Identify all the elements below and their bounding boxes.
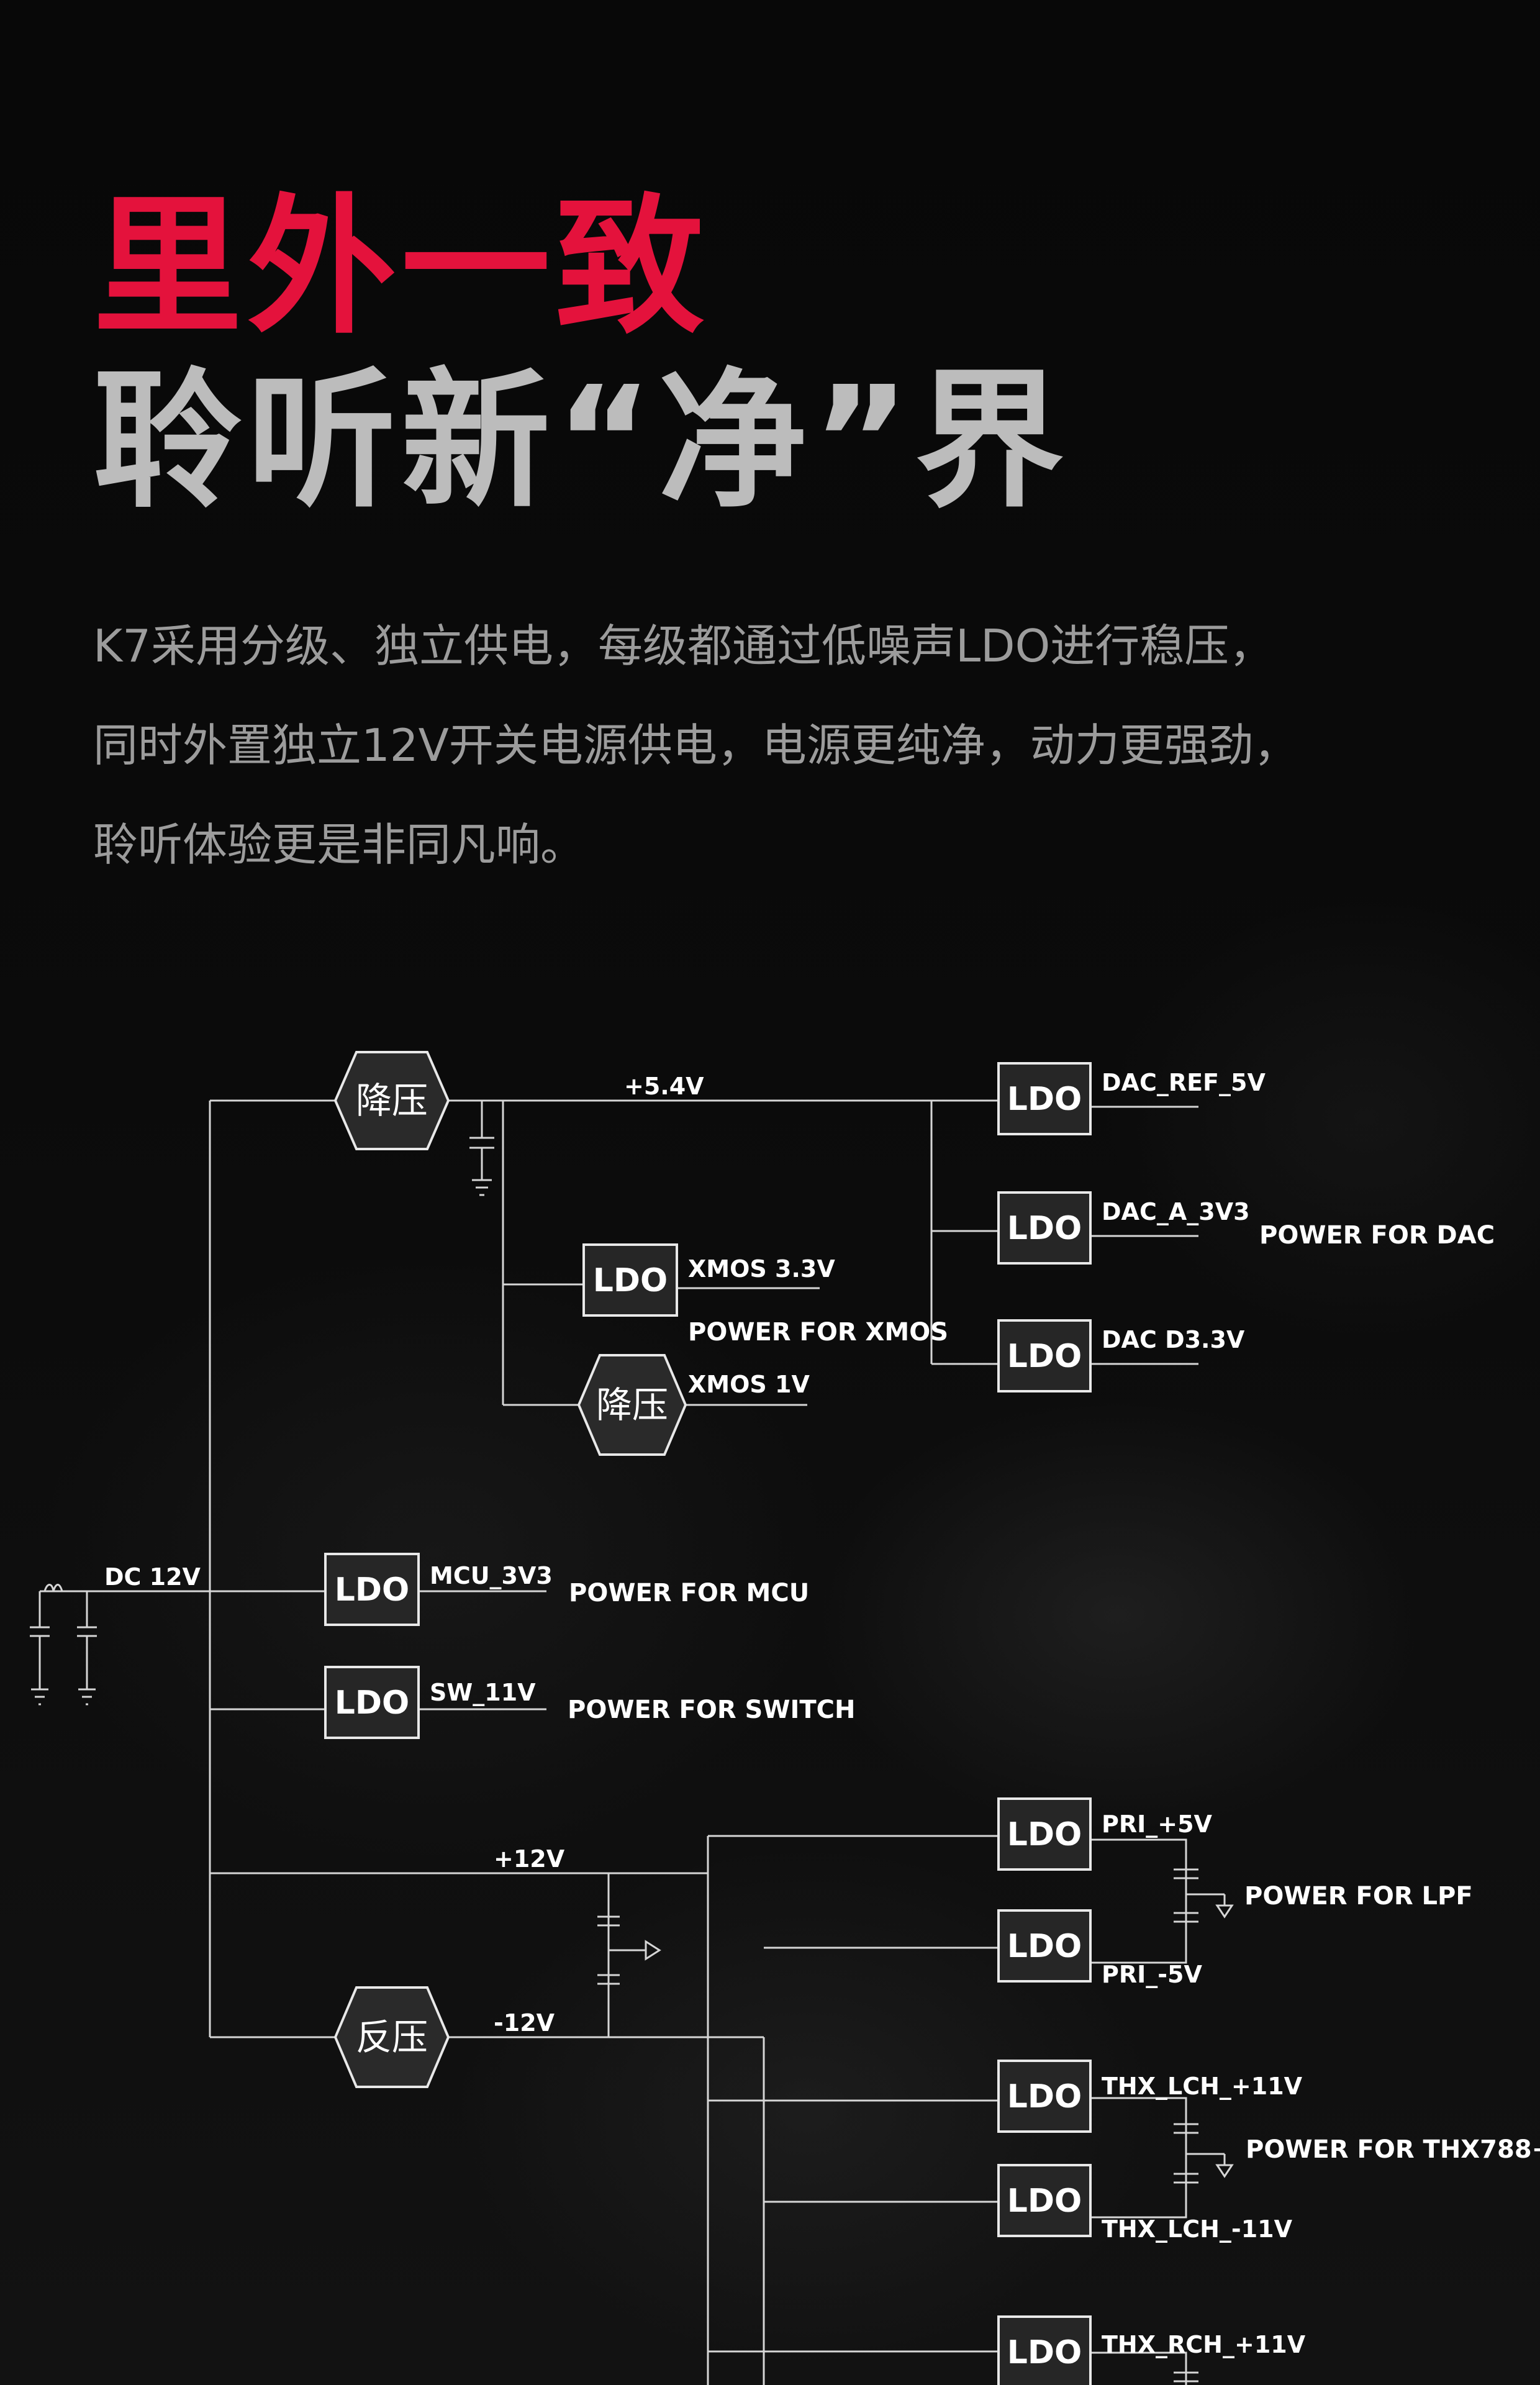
- ldo-label: LDO: [1007, 1928, 1082, 1965]
- ldo-label: LDO: [1007, 2183, 1082, 2220]
- ldo-label: LDO: [1007, 1338, 1082, 1375]
- power-label-lpf: POWER FOR LPF: [1244, 1882, 1473, 1910]
- ldo-dac-d: LDO: [997, 1319, 1092, 1392]
- power-label-switch: POWER FOR SWITCH: [568, 1696, 855, 1724]
- output-label-dac-d: DAC D3.3V: [1102, 1326, 1245, 1353]
- power-label-mcu: POWER FOR MCU: [569, 1579, 809, 1607]
- ldo-label: LDO: [593, 1262, 668, 1299]
- output-label-dac-a: DAC_A_3V3: [1102, 1198, 1250, 1225]
- intro-line: 同时外置独立12V开关电源供电，电源更纯净，动力更强劲，: [93, 719, 1298, 771]
- output-label-thx-rch-plus: THX_RCH_+11V: [1102, 2331, 1306, 2358]
- ldo-mcu: LDO: [324, 1553, 420, 1626]
- converter-label: 反压: [356, 2016, 428, 2058]
- ldo-label: LDO: [1007, 1816, 1082, 1853]
- output-label-pri-plus: PRI_+5V: [1102, 1810, 1213, 1838]
- ldo-label: LDO: [1007, 1210, 1082, 1247]
- headline-primary: 里外一致: [93, 180, 710, 354]
- rail-label-plus54: +5.4V: [624, 1073, 704, 1100]
- converter-label: 降压: [356, 1079, 428, 1122]
- ldo-thx-rch-plus: LDO: [997, 2315, 1092, 2385]
- output-label-thx-lch-plus: THX_LCH_+11V: [1102, 2073, 1303, 2100]
- output-label-pri-minus: PRI_-5V: [1102, 1961, 1202, 1988]
- converter-label: 降压: [596, 1384, 668, 1426]
- output-label-xmos1: XMOS 1V: [688, 1371, 810, 1398]
- output-label-xmos33: XMOS 3.3V: [688, 1255, 835, 1283]
- input-label: DC 12V: [104, 1563, 201, 1591]
- ldo-xmos: LDO: [582, 1243, 678, 1317]
- ldo-thx-lch-plus: LDO: [997, 2060, 1092, 2133]
- intro-line: 聆听体验更是非同凡响。: [93, 819, 586, 871]
- ground-icon: [30, 1101, 1234, 2383]
- buck-converter-xmos: 降压: [577, 1354, 687, 1456]
- power-label-thx: POWER FOR THX788+: [1246, 2135, 1540, 2164]
- rail-label-plus12: +12V: [494, 1845, 565, 1873]
- output-label-switch: SW_11V: [430, 1679, 536, 1706]
- intro-line: K7采用分级、独立供电，每级都通过低噪声LDO进行稳压，: [93, 620, 1274, 672]
- ldo-label: LDO: [335, 1571, 410, 1609]
- ldo-switch: LDO: [324, 1666, 420, 1739]
- inverter-converter: 反压: [333, 1986, 450, 2088]
- rail-label-minus12: -12V: [494, 2009, 555, 2037]
- output-label-thx-lch-minus: THX_LCH_-11V: [1102, 2215, 1293, 2243]
- output-label-mcu: MCU_3V3: [430, 1562, 553, 1589]
- intro-paragraph: K7采用分级、独立供电，每级都通过低噪声LDO进行稳压， 同时外置独立12V开关…: [93, 596, 1298, 894]
- buck-converter-main: 降压: [333, 1051, 450, 1150]
- output-label-dac-ref: DAC_REF_5V: [1102, 1069, 1266, 1096]
- ldo-thx-lch-minus: LDO: [997, 2164, 1092, 2237]
- ldo-dac-a: LDO: [997, 1191, 1092, 1265]
- ldo-dac-ref: LDO: [997, 1062, 1092, 1135]
- headline-secondary: 聆听新“净”界: [93, 354, 1069, 528]
- ldo-label: LDO: [1007, 2078, 1082, 2115]
- ldo-pri-minus: LDO: [997, 1909, 1092, 1983]
- ldo-label: LDO: [1007, 1081, 1082, 1118]
- ldo-label: LDO: [335, 1684, 410, 1722]
- power-label-dac: POWER FOR DAC: [1259, 1221, 1495, 1250]
- power-label-xmos: POWER FOR XMOS: [688, 1318, 948, 1347]
- wires: [62, 1099, 1198, 2385]
- ldo-label: LDO: [1007, 2334, 1082, 2371]
- ldo-pri-plus: LDO: [997, 1797, 1092, 1871]
